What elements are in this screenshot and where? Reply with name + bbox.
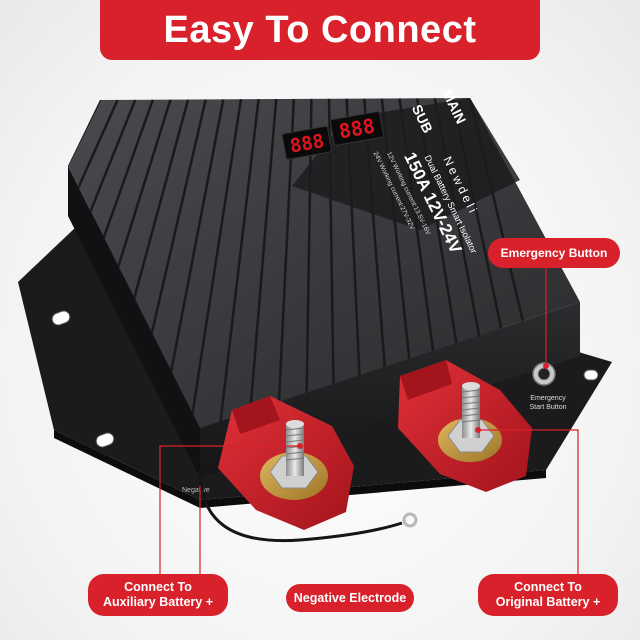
original-terminal [398, 360, 532, 492]
heatsink-fin [68, 99, 137, 428]
mounting-slot [583, 369, 599, 381]
aux-battery-callout: Connect To Auxiliary Battery + [88, 574, 228, 616]
aux-terminal [218, 396, 354, 530]
device-side-face [68, 166, 200, 478]
emergency-button-callout: Emergency Button [488, 238, 620, 268]
mounting-plate-edge [54, 430, 546, 508]
ring-terminal [402, 512, 418, 528]
heatsink-fin [211, 98, 260, 428]
negative-electrode-callout-text: Negative Electrode [293, 591, 407, 605]
mounting-slot [51, 310, 71, 326]
mounting-slot [95, 432, 115, 448]
led-display-sub: 888 [281, 125, 332, 160]
negative-electrode-callout: Negative Electrode [286, 584, 414, 612]
heatsink-fin [273, 98, 296, 428]
heatsink-fin [68, 99, 119, 428]
original-battery-callout: Connect To Original Battery + [478, 574, 618, 616]
aux-battery-callout-line2: Auxiliary Battery + [102, 595, 214, 609]
negative-label: Negative [182, 487, 210, 494]
button-caption-line2: Start Button [530, 404, 567, 411]
led-display-main: 888 [329, 111, 384, 146]
emergency-button [537, 367, 551, 381]
button-caption-line1: Emergency [530, 395, 566, 402]
ground-wire [198, 469, 403, 543]
original-battery-callout-line1: Connect To [514, 580, 582, 594]
original-battery-callout-line2: Original Battery + [495, 595, 601, 609]
original-bolt-threads [461, 389, 481, 423]
title-banner: Easy To Connect [100, 0, 540, 60]
page-title: Easy To Connect [163, 8, 477, 51]
emergency-button-callout-text: Emergency Button [500, 246, 608, 260]
aux-leader-line [159, 445, 300, 586]
original-leader-line [478, 429, 579, 586]
aux-battery-callout-line1: Connect To [124, 580, 192, 594]
